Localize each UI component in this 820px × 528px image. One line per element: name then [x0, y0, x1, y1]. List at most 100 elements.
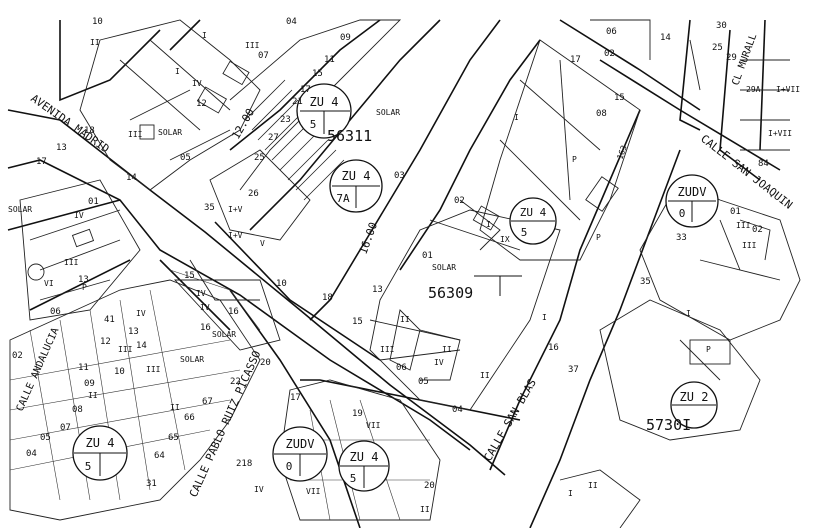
parcel-number: 29A — [746, 85, 761, 94]
zone-subcode: 5 — [85, 460, 92, 473]
floor-mark: IV — [192, 79, 202, 88]
zone-code: ZUDV — [286, 437, 315, 451]
parcel-number: 10 — [114, 367, 125, 377]
floor-mark: IV — [136, 309, 146, 318]
parcel-number: 23 — [280, 115, 291, 125]
parcel-number: 26 — [248, 189, 259, 199]
zone-code: ZU 4 — [350, 450, 379, 464]
parcel-number: 05 — [180, 153, 191, 163]
parcel-number: 22 — [230, 377, 241, 387]
parcel-code-56309: 56309 — [428, 284, 473, 302]
parcel-number: 14 — [136, 341, 147, 351]
parcel-number: 12 — [196, 99, 207, 109]
zone-marker-zu4-7a: ZU 4 7A — [329, 159, 383, 213]
dimension-label: 16.00 — [357, 220, 381, 256]
parcel-number: 18 — [84, 126, 95, 136]
zone-marker-zu4-bottom: ZU 4 5 — [338, 440, 390, 492]
parcel-number: 25 — [712, 43, 723, 53]
solar-label: SOLAR — [8, 205, 32, 214]
parcel-number: 12 — [100, 337, 111, 347]
parcel-number: 09 — [84, 379, 95, 389]
parcel-number: 18 — [322, 293, 333, 303]
floor-mark: I — [514, 113, 519, 122]
parcel-number: 13 — [78, 275, 89, 285]
parcel-number: 04 — [452, 405, 463, 415]
dimension-label: 12.00 — [229, 106, 257, 141]
floor-mark: VII — [366, 421, 381, 430]
parcel-number: 09 — [340, 33, 351, 43]
parcel-number: 19 — [352, 409, 363, 419]
parcel-number: 14 — [126, 173, 137, 183]
zone-marker-zu4-mid: ZU 4 5 — [509, 197, 557, 245]
parcel-number: 14 — [660, 33, 671, 43]
parcel-number: 10 — [92, 17, 103, 27]
parcel-number: 15 — [352, 317, 363, 327]
floor-mark: II — [442, 345, 452, 354]
zone-marker-zudv-right: ZUDV 0 — [665, 174, 719, 228]
zone-subcode: 7A — [336, 192, 350, 205]
parcel-number: 11 — [78, 363, 89, 373]
floor-mark: VII — [306, 487, 321, 496]
parcel-number: 31 — [146, 479, 157, 489]
floor-mark: I — [686, 309, 691, 318]
floor-mark: P — [572, 155, 577, 164]
parcel-number: 17 — [570, 55, 581, 65]
parcel-number: 20 — [260, 358, 271, 368]
parcel-number: 04 — [286, 17, 297, 27]
parcel-number: 218 — [236, 459, 252, 469]
parcel-number: 67 — [202, 397, 213, 407]
parcel-number: 15 — [184, 271, 195, 281]
parcel-number: 37 — [568, 365, 579, 375]
floor-mark: IV — [254, 485, 264, 494]
floor-mark: P — [82, 283, 87, 292]
parcel-codes: 56311 56309 5730I — [327, 127, 691, 434]
parcel-number: 30 — [716, 21, 727, 31]
floor-mark: I+VII — [768, 129, 792, 138]
parcel-number: 06 — [396, 363, 407, 373]
parcel-number: 25 — [254, 153, 265, 163]
street-calle-andalucia: CALLE ANDALUCIA — [15, 326, 62, 413]
floor-mark: III — [245, 41, 260, 50]
parcel-numbers: 10 04 07 12 05 18 17 13 01 13 06 02 03 0… — [12, 17, 769, 491]
floor-mark: V — [260, 239, 265, 248]
parcel-number: 15 — [614, 93, 625, 103]
parcel-number: 06 — [606, 27, 617, 37]
floor-mark: I — [486, 220, 491, 229]
parcel-number: 15 — [312, 69, 323, 79]
parcel-number: 10 — [276, 279, 287, 289]
parcel-number: 16 — [548, 343, 559, 353]
zone-subcode: 0 — [286, 460, 293, 473]
floor-mark: I+VII — [776, 85, 800, 94]
floor-mark: II — [170, 403, 180, 412]
floor-mark: II — [420, 505, 430, 514]
parcel-number: 02 — [454, 196, 465, 206]
floor-mark: III — [64, 258, 79, 267]
floor-mark: II — [480, 371, 490, 380]
zone-subcode: 5 — [310, 118, 317, 131]
road-network — [7, 19, 781, 528]
parcel-number: 16 — [228, 307, 239, 317]
parcel-number: 41 — [104, 315, 115, 325]
solar-labels: SOLAR SOLAR SOLAR SOLAR SOLAR SOLAR 16.0… — [8, 106, 456, 364]
floor-mark: III — [128, 130, 143, 139]
solar-label: SOLAR — [432, 263, 456, 272]
parcel-number: 35 — [204, 203, 215, 213]
zone-marker-zu2: ZU 2 — [670, 381, 718, 429]
parcel-number: 03 — [394, 171, 405, 181]
parcel-code-5730i: 5730I — [646, 416, 691, 434]
solar-label: SOLAR — [212, 330, 236, 339]
parcel-number: 64 — [154, 451, 165, 461]
floor-mark: I — [542, 313, 547, 322]
floor-mark: IV — [74, 211, 84, 220]
floor-mark: III — [736, 221, 751, 230]
parcel-number: 65 — [168, 433, 179, 443]
solar-label: SOLAR — [158, 128, 182, 137]
floor-mark: IX — [500, 235, 510, 244]
parcel-number: 13 — [56, 143, 67, 153]
floor-mark: III — [380, 345, 395, 354]
parcel-number: 66 — [184, 413, 195, 423]
parcel-number: 07 — [60, 423, 71, 433]
parcel-number: 17 — [300, 85, 311, 95]
floor-mark: IV — [196, 289, 206, 298]
parcel-number: 08 — [72, 405, 83, 415]
